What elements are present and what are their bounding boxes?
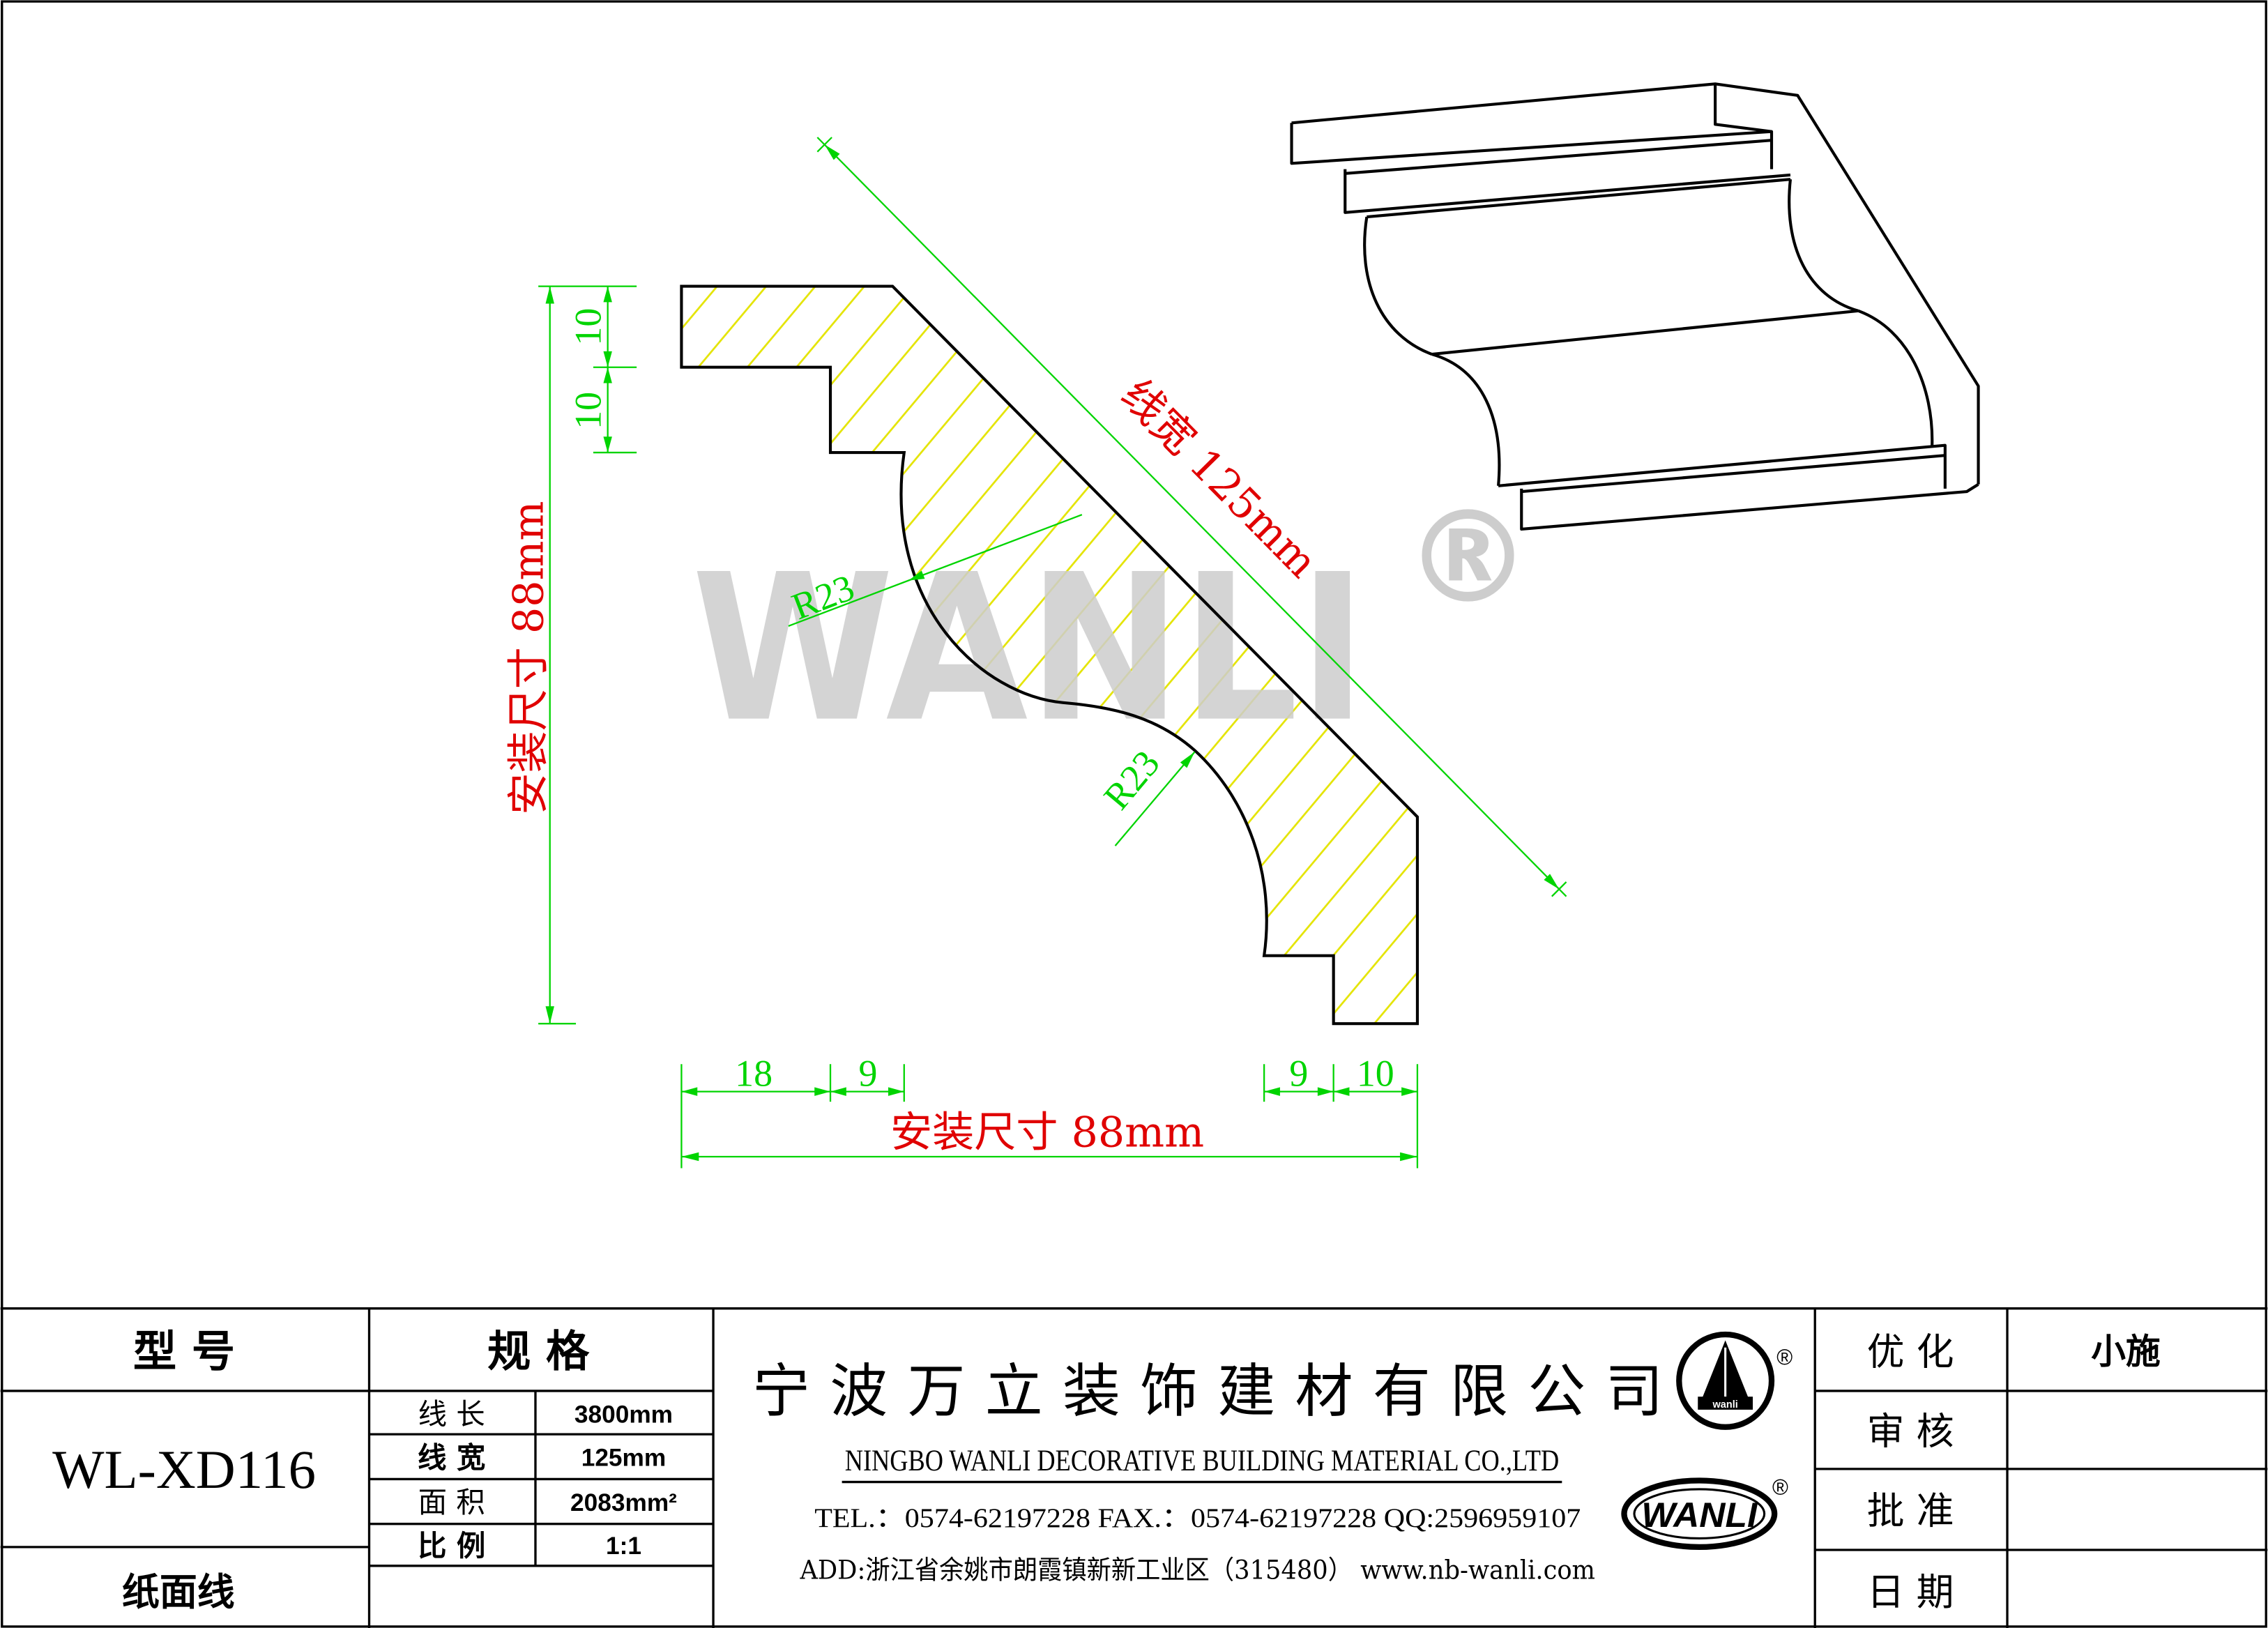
- top-step-1-label: 10: [567, 308, 609, 346]
- arrowhead: [1333, 1087, 1350, 1096]
- arrowhead: [545, 1006, 554, 1024]
- profile-outline: [680, 284, 1420, 1026]
- wordmark-inner-ring: [1633, 1488, 1766, 1539]
- company-address: ADD:浙江省余姚市朗霞镇新新工业区（315480） www.nb-wanli.…: [800, 1554, 1595, 1585]
- arrowhead: [1544, 874, 1560, 890]
- molding-perspective-view: [1290, 82, 1980, 531]
- watermark-registered-mark: ®: [1404, 485, 1531, 632]
- spec-label-width: 线 宽: [418, 1440, 485, 1475]
- perspective-bottom-band: [1520, 482, 1979, 531]
- perspective-top-band: [1290, 123, 1774, 169]
- company-logo-emblem: wanli ®: [1676, 1331, 1793, 1430]
- arrowhead: [908, 570, 925, 581]
- height-dimension: 安装尺寸 88mm: [504, 285, 637, 1025]
- arrowhead: [1400, 1152, 1417, 1162]
- arrowhead: [830, 1087, 846, 1096]
- company-name-en: NINGBO WANLI DECORATIVE BUILDING MATERIA…: [845, 1444, 1559, 1477]
- spec-value-length: 3800mm: [574, 1401, 673, 1429]
- approval-label-optimize: 优 化: [1867, 1330, 1954, 1374]
- profile-hatch: [681, 286, 1417, 1024]
- perspective-curve-top-edge: [1367, 178, 1791, 219]
- perspective-cove-left: [1431, 353, 1501, 486]
- arrowhead: [1264, 1087, 1280, 1096]
- perspective-curve-joint: [1431, 309, 1859, 356]
- spec-value-scale: 1:1: [606, 1532, 641, 1560]
- model-number: WL-XD116: [52, 1440, 316, 1500]
- arrowhead: [603, 436, 612, 453]
- company-name-cn: 宁 波 万 立 装 饰 建 材 有 限 公 司: [752, 1357, 1663, 1425]
- line-width-dimension-line: [816, 137, 1567, 897]
- arrowhead: [603, 367, 612, 383]
- title-block: 型 号 WL-XD116 纸面线 规 格 线 长 3800mm 线 宽 125m…: [0, 1307, 2268, 1628]
- product-category: 纸面线: [122, 1569, 235, 1614]
- arrowhead: [603, 351, 612, 367]
- wordmark-text: WANLI: [1641, 1496, 1758, 1535]
- approval-value-optimize: 小施: [2091, 1331, 2161, 1372]
- bottom-left-1-label: 18: [735, 1052, 773, 1094]
- bottom-left-2-label: 9: [858, 1052, 877, 1094]
- height-label: 安装尺寸 88mm: [504, 501, 553, 814]
- spec-value-area: 2083mm²: [570, 1489, 677, 1516]
- perspective-bottom-band-top: [1521, 454, 1946, 494]
- perspective-second-band: [1344, 169, 1791, 214]
- bottom-right-1-label: 9: [1289, 1052, 1308, 1094]
- arrowhead: [888, 1087, 904, 1096]
- logo-base-bar: [1698, 1397, 1753, 1410]
- profile-section: [681, 286, 1417, 1024]
- arrowhead: [681, 1152, 699, 1162]
- arrowhead: [603, 286, 612, 303]
- radius-leader-line: [788, 514, 1083, 627]
- approval-label-review: 审 核: [1867, 1410, 1954, 1454]
- logo-registered-mark: ®: [1776, 1346, 1793, 1370]
- arrowhead: [1401, 1087, 1417, 1096]
- top-step-dimensions: 10 10: [567, 286, 637, 454]
- arrowhead: [1180, 752, 1195, 768]
- width-label: 安装尺寸 88mm: [890, 1108, 1204, 1157]
- logo-emblem-text: wanli: [1712, 1399, 1738, 1410]
- bottom-step-dimensions: 18 9 9 10: [680, 1052, 1419, 1169]
- perspective-lower-step: [1498, 443, 1947, 489]
- spec-label-scale: 比 例: [418, 1528, 485, 1562]
- model-header: 型 号: [133, 1326, 235, 1377]
- arrowhead: [814, 1087, 831, 1096]
- radius-leader-line: [1114, 751, 1196, 846]
- spec-label-area: 面 积: [418, 1486, 485, 1519]
- spec-label-length: 线 长: [418, 1398, 485, 1431]
- arrowhead: [1317, 1087, 1334, 1096]
- company-contact: TEL.：0574-62197228 FAX.：0574-62197228 QQ…: [814, 1503, 1581, 1533]
- watermark-text: WANLI: [692, 532, 1367, 767]
- perspective-second-band-top: [1345, 139, 1772, 175]
- arrowhead: [681, 1087, 698, 1096]
- wordmark-registered-mark: ®: [1772, 1475, 1788, 1500]
- spec-value-width: 125mm: [581, 1445, 667, 1472]
- perspective-cove-right: [1857, 309, 1934, 446]
- company-logo-wordmark: WANLI ®: [1621, 1475, 1788, 1551]
- approval-label-date: 日 期: [1867, 1570, 1954, 1614]
- wordmark-outer-ring: [1621, 1477, 1778, 1551]
- arrowhead: [545, 286, 554, 304]
- perspective-convex-left: [1363, 216, 1433, 356]
- width-dimension: 安装尺寸 88mm: [681, 1108, 1417, 1162]
- arrowhead: [824, 144, 840, 160]
- bottom-right-2-label: 10: [1357, 1052, 1394, 1094]
- perspective-top-step: [1714, 84, 1772, 133]
- top-step-2-label: 10: [567, 392, 609, 429]
- perspective-outline: [1291, 82, 1980, 485]
- spec-header: 规 格: [487, 1326, 590, 1377]
- perspective-convex-right: [1788, 178, 1859, 312]
- approval-label-approve: 批 准: [1867, 1489, 1954, 1533]
